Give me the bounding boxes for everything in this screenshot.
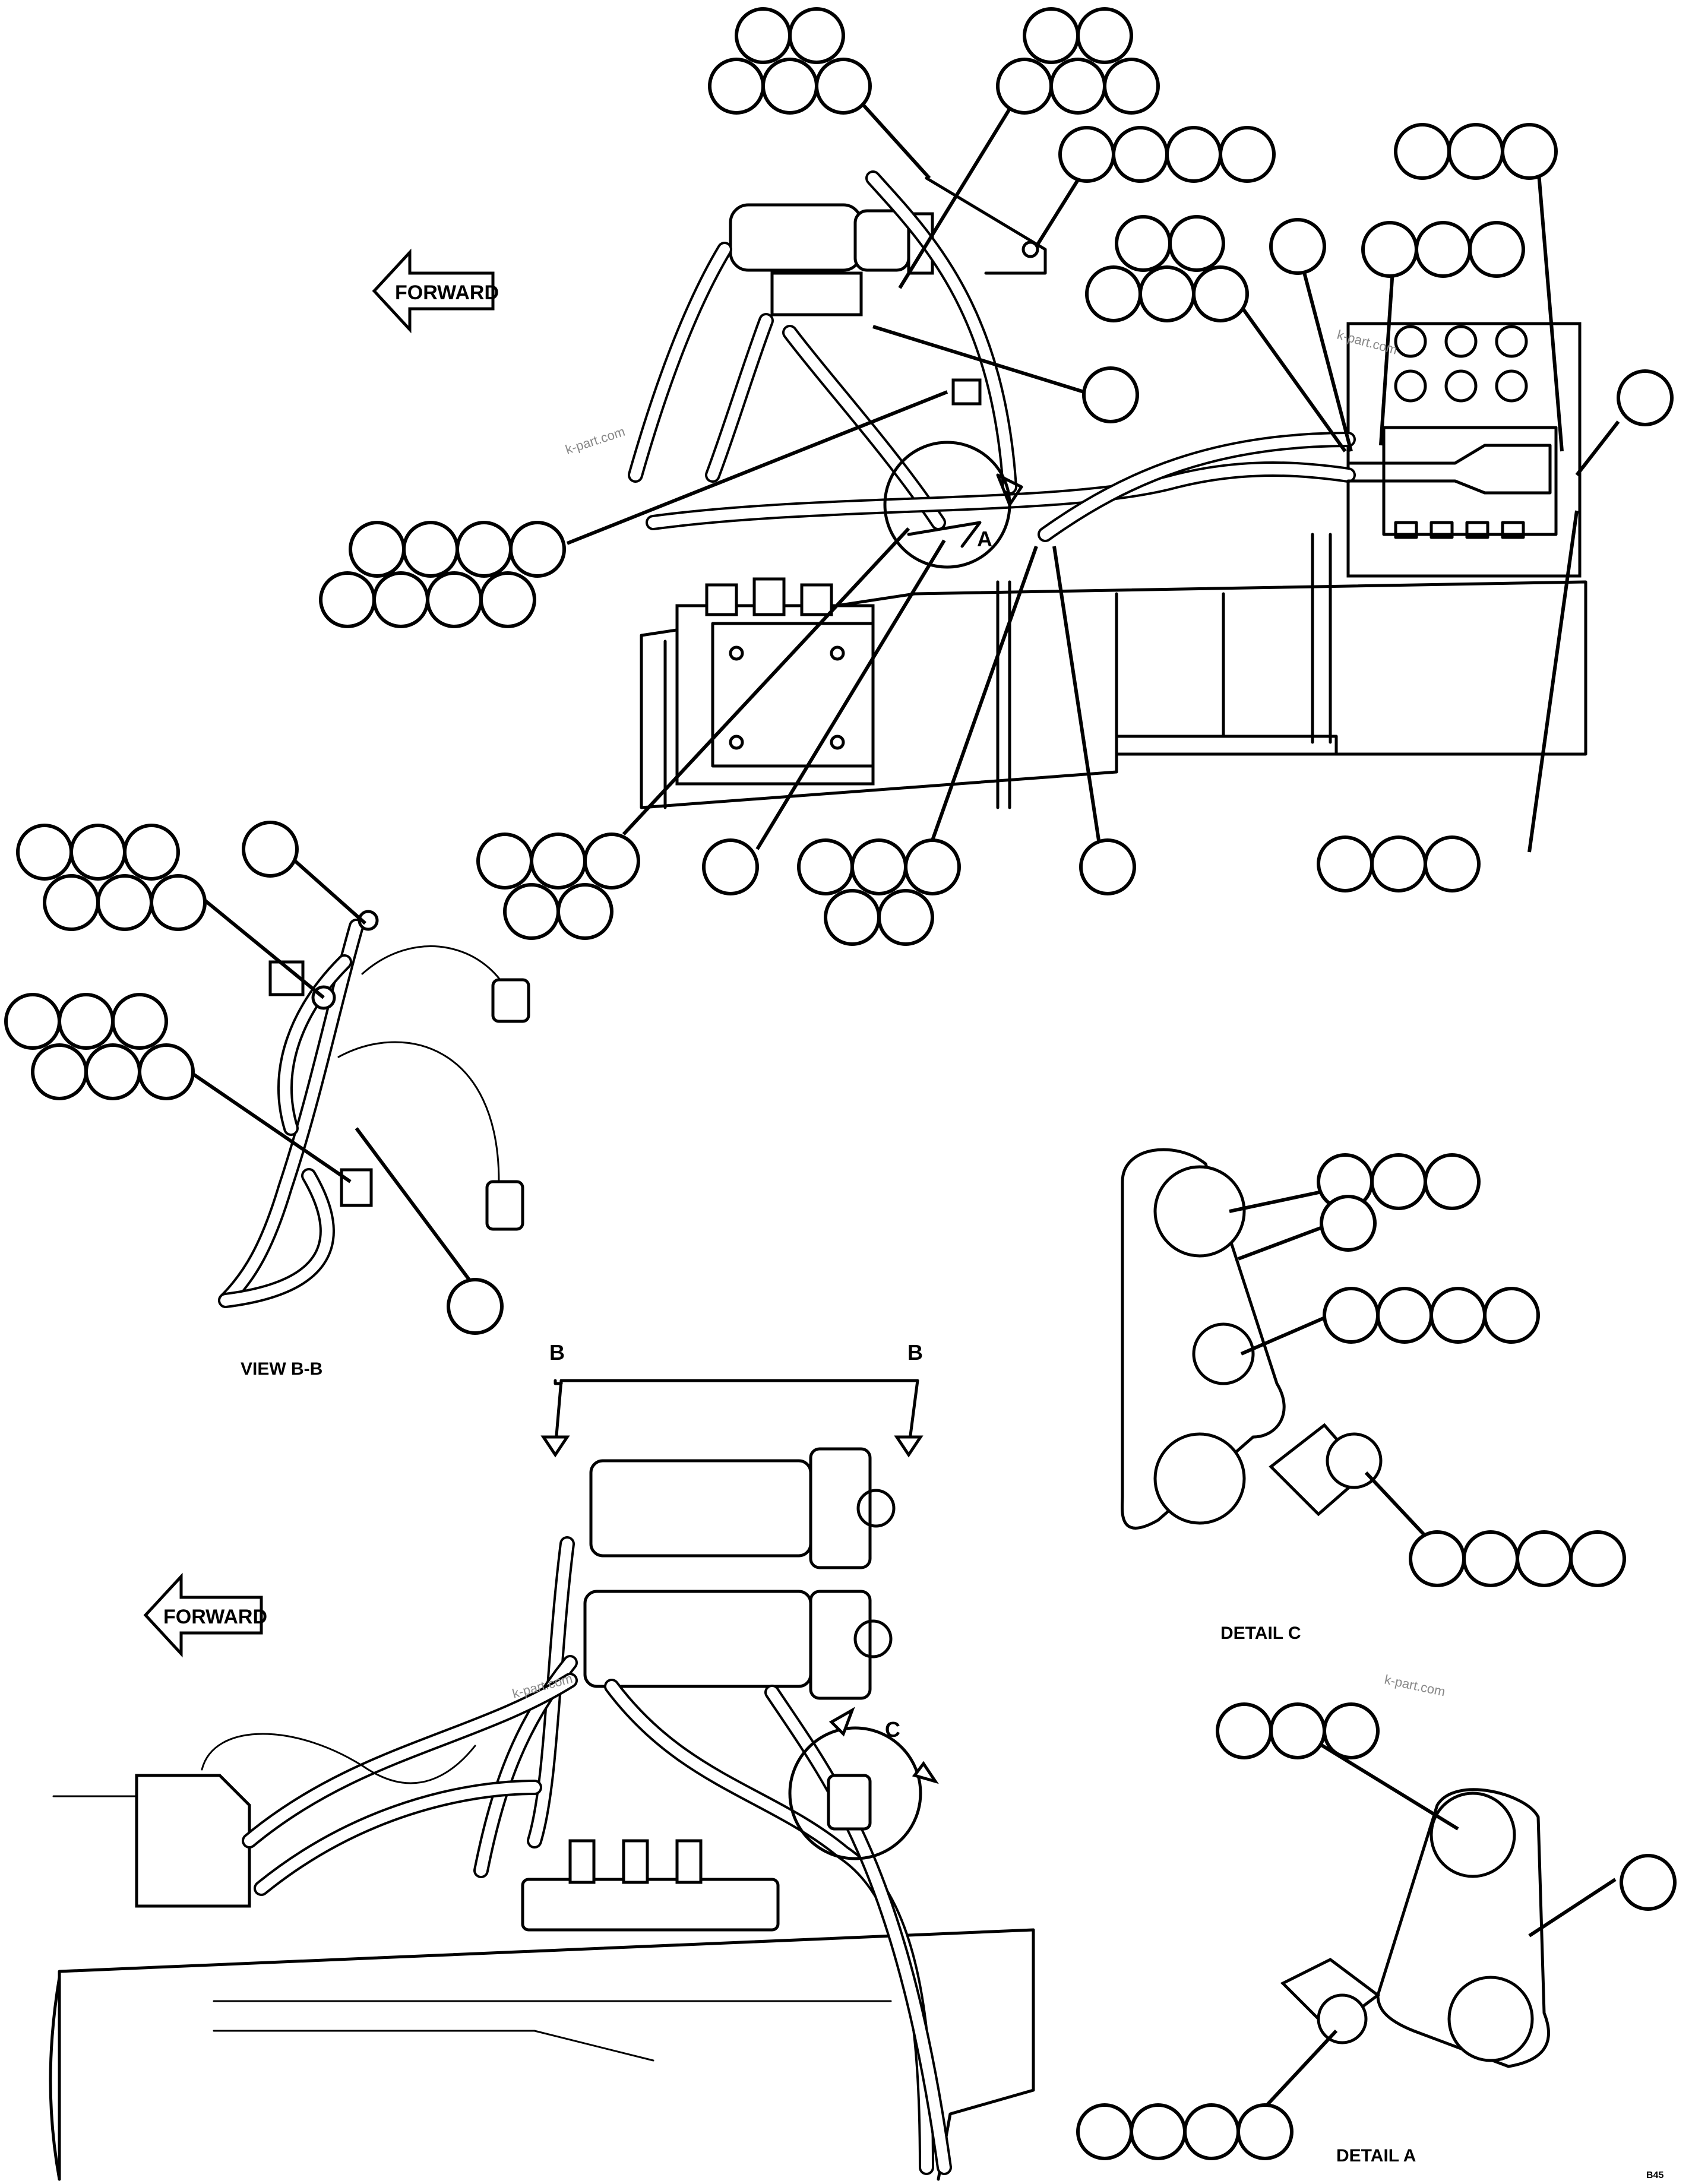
view-bb-label: VIEW B-B: [241, 1359, 322, 1379]
section-c-label: C: [885, 1717, 900, 1742]
forward-arrow-bottom: FORWARD: [143, 1572, 267, 1658]
detail-c-label: DETAIL C: [1220, 1623, 1301, 1643]
callout-bubbles: [4, 7, 1677, 2160]
bolt-grid: [1394, 325, 1528, 403]
watermark-1: k-part.com: [564, 424, 627, 457]
view-bb-assembly: [218, 910, 530, 1308]
leader-lines: [180, 64, 1620, 2122]
page-code: B45: [1646, 2170, 1663, 2180]
forward-label-bottom: FORWARD: [163, 1606, 267, 1628]
detail-c: [1121, 1148, 1383, 1530]
detail-a-label: DETAIL A: [1336, 2146, 1416, 2166]
watermark-4: k-part.com: [1383, 1672, 1447, 1699]
top-assembly: A: [628, 170, 1587, 809]
section-b-right: B: [907, 1340, 923, 1365]
forward-arrow-top: FORWARD: [372, 248, 499, 334]
detail-a: [1280, 1788, 1550, 2068]
section-a-label: A: [977, 527, 992, 551]
section-b-left: B: [549, 1340, 565, 1365]
forward-label-top: FORWARD: [395, 281, 499, 304]
bottom-assembly: B B: [49, 1340, 1035, 2181]
